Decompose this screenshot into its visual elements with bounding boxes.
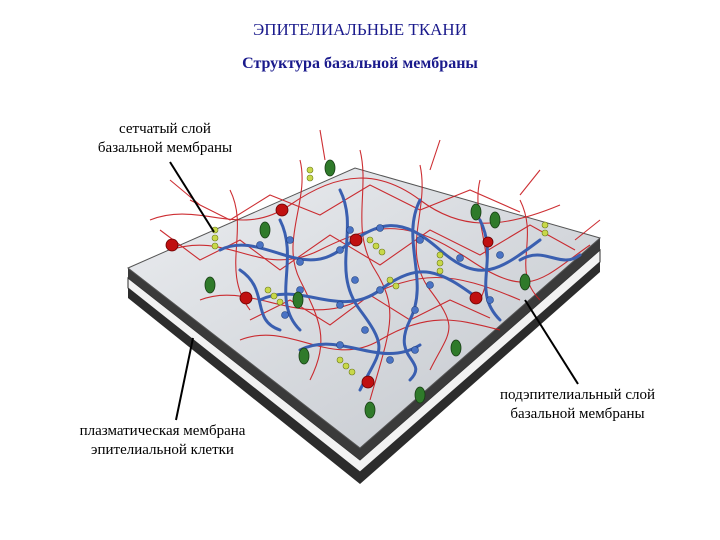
pointer-reticular-layer — [170, 162, 214, 232]
subepithelial-layer-label-line1: подэпителиальный слой — [470, 386, 685, 405]
plasma-membrane-label-line1: плазматическая мембрана — [50, 422, 275, 441]
reticular-layer-label-line1: сетчатый слой — [60, 120, 270, 139]
reticular-layer-label-line2: базальной мембраны — [60, 139, 270, 158]
subepithelial-layer-label: подэпителиальный слой базальной мембраны — [470, 386, 685, 424]
plasma-membrane-label-line2: эпителиальной клетки — [50, 441, 275, 460]
pointer-plasma-membrane — [176, 338, 193, 420]
subepithelial-layer-label-line2: базальной мембраны — [470, 405, 685, 424]
reticular-layer-label: сетчатый слой базальной мембраны — [60, 120, 270, 158]
plasma-membrane-label: плазматическая мембрана эпителиальной кл… — [50, 422, 275, 460]
